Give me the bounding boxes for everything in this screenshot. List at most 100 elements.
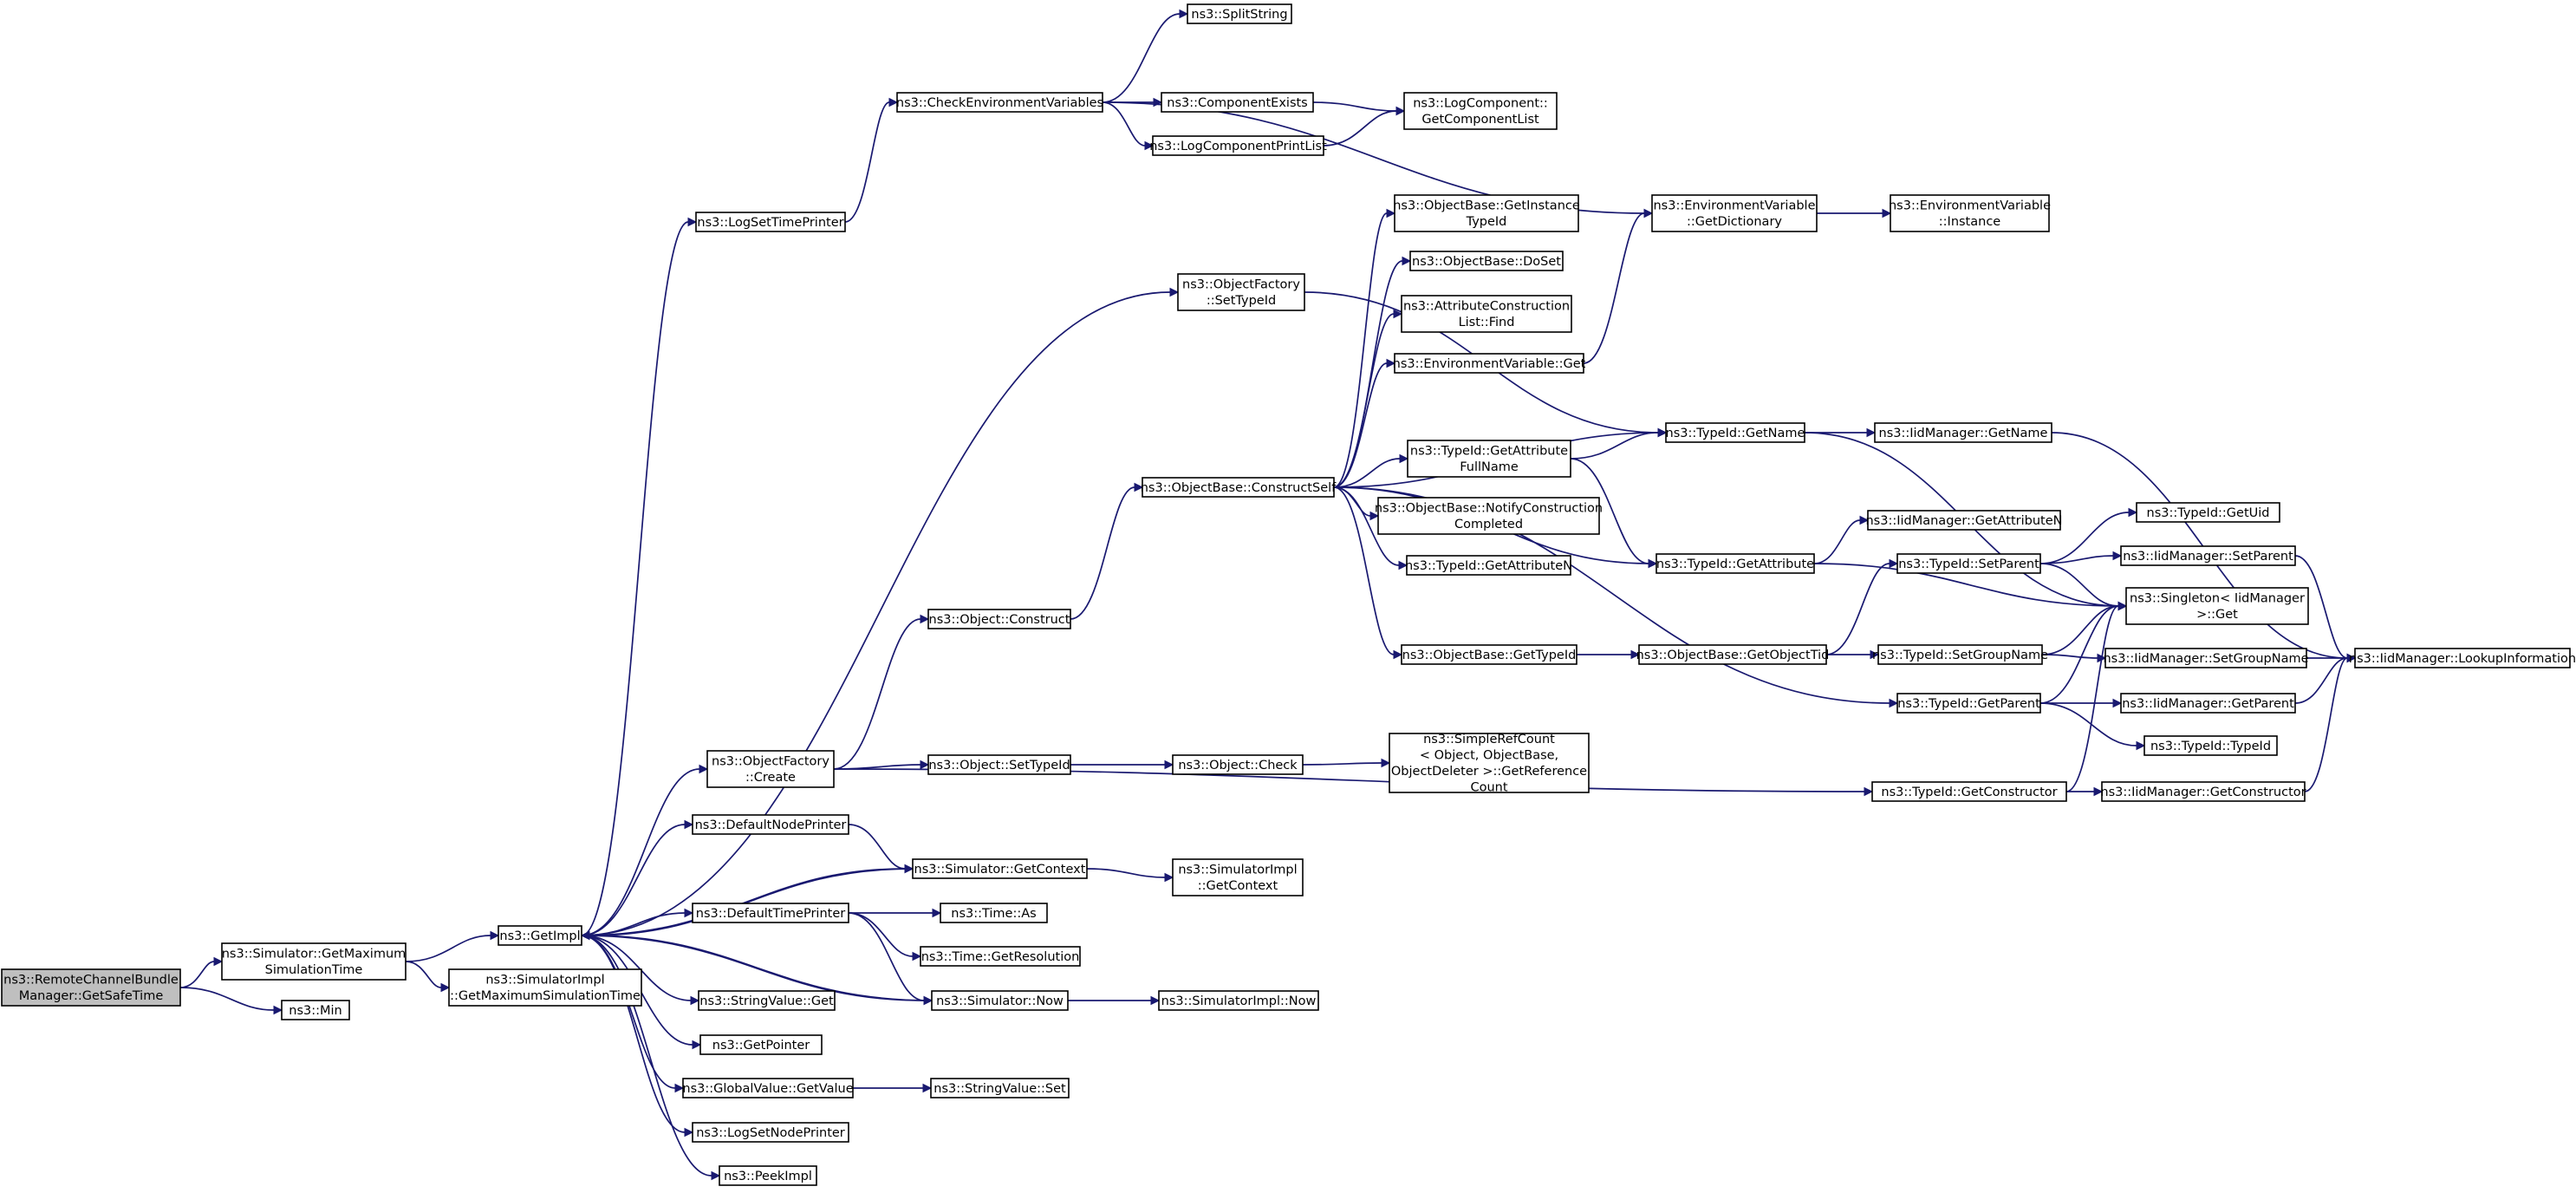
node-typeIdGetParent[interactable]: ns3::TypeId::GetParent [1896, 693, 2041, 714]
edge-line [1813, 563, 2119, 607]
node-label: ns3::DefaultNodePrinter [695, 818, 847, 832]
edge-constructSelf-to-objBaseGetTypeId [1333, 486, 1403, 660]
edge-checkEnv-to-componentExists [1103, 97, 1163, 108]
edge-line [2039, 563, 2119, 607]
edge-line [2039, 512, 2130, 564]
node-box [2120, 693, 2296, 714]
node-logSetNodePrinter[interactable]: ns3::LogSetNodePrinter [692, 1122, 849, 1143]
node-box [692, 1122, 849, 1143]
node-iidGetParent[interactable]: ns3::IidManager::GetParent [2120, 693, 2296, 714]
node-box [692, 903, 849, 923]
edge-defaultNodePrinter-to-simGetContext [848, 824, 914, 874]
node-doSet[interactable]: ns3::ObjectBase::DoSet [1409, 251, 1564, 271]
node-constructSelf[interactable]: ns3::ObjectBase::ConstructSelf [1141, 477, 1337, 498]
edge-arrowhead [1393, 649, 1403, 660]
node-label: ns3::IidManager::GetParent [2122, 697, 2294, 711]
node-typeIdGetName[interactable]: ns3::TypeId::GetName [1665, 422, 1805, 443]
edge-arrowhead [922, 1083, 933, 1093]
node-iidSetGroupName[interactable]: ns3::IidManager::SetGroupName [2103, 648, 2309, 668]
node-getObjectTid[interactable]: ns3::ObjectBase::GetObjectTid [1636, 644, 1830, 665]
node-defaultNodePrinter[interactable]: ns3::DefaultNodePrinter [692, 814, 849, 835]
node-getComponentList[interactable]: ns3::LogComponent::GetComponentList [1403, 92, 1558, 130]
node-min[interactable]: ns3::Min [281, 1000, 350, 1020]
node-envInstance[interactable]: ns3::EnvironmentVariable::Instance [1889, 194, 2051, 232]
node-envGetDictionary[interactable]: ns3::EnvironmentVariable::GetDictionary [1651, 194, 1818, 232]
node-simImplGetMax[interactable]: ns3::SimulatorImpl::GetMaximumSimulation… [448, 968, 642, 1007]
node-label: ns3::AttributeConstruction [1403, 300, 1570, 314]
node-label: >::Get [2196, 608, 2238, 622]
edge-line [848, 912, 914, 957]
node-objBaseGetTypeId[interactable]: ns3::ObjectBase::GetTypeId [1401, 644, 1577, 665]
edge-line [581, 935, 686, 1133]
node-getAttributeN[interactable]: ns3::TypeId::GetAttributeN [1405, 555, 1572, 576]
node-iidSetParent[interactable]: ns3::IidManager::SetParent [2120, 545, 2296, 566]
node-label: ns3::IidManager::SetGroupName [2103, 652, 2308, 666]
node-stringValueGet[interactable]: ns3::StringValue::Get [698, 990, 836, 1011]
node-getPointer[interactable]: ns3::GetPointer [699, 1034, 823, 1055]
node-box [1172, 754, 1304, 775]
node-objFactoryCreate[interactable]: ns3::ObjectFactory::Create [706, 750, 835, 788]
node-peekImpl[interactable]: ns3::PeekImpl [719, 1165, 817, 1186]
node-objConstruct[interactable]: ns3::Object::Construct [927, 609, 1071, 629]
node-iidGetConstructor[interactable]: ns3::IidManager::GetConstructor [2100, 781, 2306, 802]
node-objFactorySetTypeId[interactable]: ns3::ObjectFactory::SetTypeId [1177, 273, 1305, 311]
node-logComponentPrintList[interactable]: ns3::LogComponentPrintList [1149, 135, 1327, 156]
edge-getImpl-to-logSetTimePrinter [581, 217, 698, 936]
node-singletonGet[interactable]: ns3::Singleton< IidManager >::Get [2125, 587, 2309, 625]
node-iidGetName[interactable]: ns3::IidManager::GetName [1874, 422, 2052, 443]
edge-line [2304, 657, 2348, 792]
edge-checkEnv-to-logComponentPrintList [1102, 101, 1155, 151]
node-checkEnv[interactable]: ns3::CheckEnvironmentVariables [896, 92, 1103, 113]
node-simGetContext[interactable]: ns3::Simulator::GetContext [912, 858, 1088, 879]
node-notifyConstruction[interactable]: ns3::ObjectBase::NotifyConstructionCompl… [1375, 497, 1603, 535]
node-label: Count [1470, 781, 1507, 795]
node-timeAs[interactable]: ns3::Time::As [940, 903, 1048, 923]
edge-line [1333, 486, 1400, 566]
node-label: ns3::EnvironmentVariable [1653, 199, 1815, 213]
node-typeIdSetParent[interactable]: ns3::TypeId::SetParent [1896, 553, 2041, 574]
node-iidGetAttributeN[interactable]: ns3::IidManager::GetAttributeN [1865, 510, 2063, 531]
node-getImpl[interactable]: ns3::GetImpl [498, 925, 582, 946]
node-logSetTimePrinter[interactable]: ns3::LogSetTimePrinter [695, 212, 846, 232]
node-componentExists[interactable]: ns3::ComponentExists [1161, 92, 1314, 113]
node-box [1890, 194, 2050, 232]
edge-arrowhead [1889, 558, 1899, 569]
node-box [2125, 587, 2309, 625]
node-box [1401, 295, 1572, 333]
node-box [1161, 92, 1314, 113]
node-simImplGetContext[interactable]: ns3::SimulatorImpl::GetContext [1172, 858, 1304, 896]
node-simGetMax[interactable]: ns3::Simulator::GetMaximumSimulationTime [221, 942, 407, 981]
node-globalValueGetValue[interactable]: ns3::GlobalValue::GetValue [682, 1078, 854, 1098]
node-lookupInformation[interactable]: ns3::IidManager::LookupInformation [2349, 648, 2576, 668]
edge-arrowhead [1164, 872, 1174, 883]
node-typeIdGetAttribute[interactable]: ns3::TypeId::GetAttribute [1656, 553, 1815, 574]
node-typeIdTypeId[interactable]: ns3::TypeId::TypeId [2143, 735, 2278, 756]
node-timeGetResolution[interactable]: ns3::Time::GetResolution [920, 946, 1081, 967]
edge-arrowhead [912, 951, 922, 962]
node-simpleRefCount[interactable]: ns3::SimpleRefCount< Object, ObjectBase,… [1389, 733, 1590, 795]
node-envGet[interactable]: ns3::EnvironmentVariable::Get [1393, 353, 1586, 374]
node-splitString[interactable]: ns3::SplitString [1187, 3, 1292, 24]
node-label: ns3::RemoteChannelBundle [3, 974, 179, 988]
edge-constructSelf-to-getAttributeN [1333, 486, 1408, 570]
edge-arrowhead [1643, 208, 1654, 218]
node-box [931, 990, 1069, 1011]
node-simImplNow[interactable]: ns3::SimulatorImpl::Now [1158, 990, 1319, 1011]
node-defaultTimePrinter[interactable]: ns3::DefaultTimePrinter [692, 903, 849, 923]
node-stringValueSet[interactable]: ns3::StringValue::Set [930, 1078, 1070, 1098]
node-label: ns3::StringValue::Set [933, 1082, 1066, 1096]
node-objCheck[interactable]: ns3::Object::Check [1172, 754, 1304, 775]
node-typeIdGetUid[interactable]: ns3::TypeId::GetUid [2136, 502, 2280, 523]
node-label: ns3::EnvironmentVariable::Get [1393, 357, 1586, 371]
node-root[interactable]: ns3::RemoteChannelBundleManager::GetSafe… [1, 968, 181, 1007]
node-setGroupName[interactable]: ns3::TypeId::SetGroupName [1872, 644, 2048, 665]
node-simNow[interactable]: ns3::Simulator::Now [931, 990, 1069, 1011]
node-box [498, 925, 582, 946]
edge-typeIdSetParent-to-singletonGet [2039, 563, 2128, 611]
edge-line [581, 868, 906, 936]
node-objSetTypeId[interactable]: ns3::Object::SetTypeId [927, 754, 1071, 775]
node-typeIdGetConstructor[interactable]: ns3::TypeId::GetConstructor [1871, 781, 2067, 802]
